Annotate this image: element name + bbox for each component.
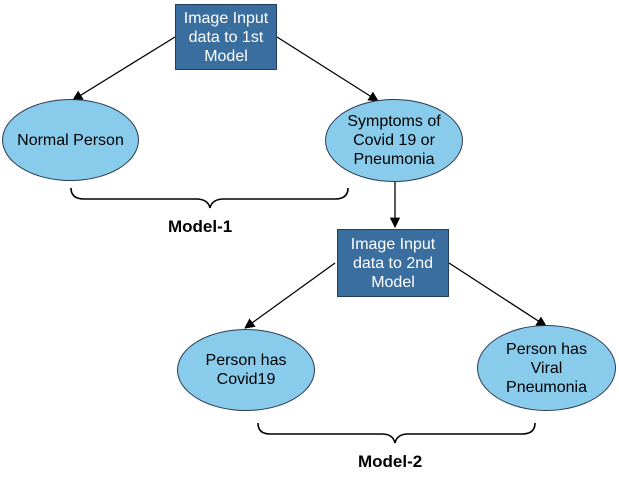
arrow-input2-to-covid <box>244 262 336 329</box>
image-input-model-1-box: Image Input data to 1st Model <box>175 4 277 70</box>
model-2-brace <box>257 422 536 444</box>
covid19-text: Person has Covid19 <box>205 352 287 388</box>
image-input-model-2-text: Image Input data to 2nd Model <box>350 235 436 291</box>
model-1-label: Model-1 <box>168 217 233 236</box>
symptoms-text: Symptoms of Covid 19 or Pneumonia <box>347 113 441 168</box>
symptoms-node: Symptoms of Covid 19 or Pneumonia <box>325 99 463 182</box>
arrow-input1-to-normal <box>72 36 176 101</box>
model-1-brace <box>70 187 349 209</box>
arrow-input2-to-viral <box>448 262 547 327</box>
normal-person-text: Normal Person <box>17 131 124 149</box>
image-input-model-1-text: Image Input data to 1st Model <box>183 9 269 65</box>
viral-pneumonia-text: Person has Viral Pneumonia <box>506 340 587 396</box>
normal-person-node: Normal Person <box>2 99 139 181</box>
viral-pneumonia-node: Person has Viral Pneumonia <box>477 325 616 411</box>
arrow-input1-to-symptoms <box>276 36 379 102</box>
image-input-model-2-box: Image Input data to 2nd Model <box>337 229 449 297</box>
covid19-node: Person has Covid19 <box>177 329 315 411</box>
model-2-label: Model-2 <box>358 452 423 471</box>
